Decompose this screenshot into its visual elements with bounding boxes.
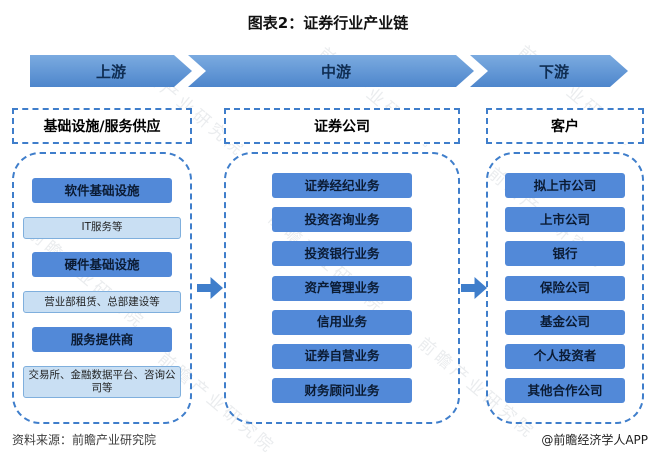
- banner-downstream-label: 下游: [538, 62, 569, 81]
- chain-item: 资产管理业务: [272, 275, 412, 301]
- right-arrow-icon: [461, 277, 487, 299]
- chain-item: IT服务等: [23, 216, 181, 239]
- chain-item: 个人投资者: [505, 343, 625, 369]
- column-header-securities-company: 证券公司: [224, 108, 460, 144]
- banner-upstream: 上游: [30, 55, 192, 87]
- column-header-customers: 客户: [486, 108, 644, 144]
- banner-upstream-label: 上游: [95, 62, 126, 81]
- brand-credit: @前瞻经济学人APP: [541, 433, 648, 447]
- chain-item: 硬件基础设施: [32, 252, 172, 278]
- chain-item: 软件基础设施: [32, 177, 172, 203]
- banner-downstream: 下游: [470, 55, 628, 87]
- chain-item: 投资银行业务: [272, 241, 412, 267]
- column-body-customers: 拟上市公司 上市公司 银行 保险公司 基金公司 个人投资者 其他合作公司: [486, 152, 644, 424]
- chain-item: 其他合作公司: [505, 377, 625, 403]
- chain-item: 银行: [505, 241, 625, 267]
- source-note: 资料来源：前瞻产业研究院: [12, 433, 157, 447]
- column-header-infrastructure: 基础设施/服务供应: [12, 108, 192, 144]
- chain-item: 财务顾问业务: [272, 377, 412, 403]
- banner-midstream-label: 中游: [320, 62, 351, 81]
- chain-item: 上市公司: [505, 207, 625, 233]
- column-body-securities-company: 证券经纪业务 投资咨询业务 投资银行业务 资产管理业务 信用业务 证券自营业务 …: [224, 152, 460, 424]
- chain-item: 交易所、金融数据平台、咨询公司等: [23, 365, 181, 399]
- chain-item: 信用业务: [272, 309, 412, 335]
- figure-title: 图表2：证券行业产业链: [247, 14, 409, 32]
- chain-item: 基金公司: [505, 309, 625, 335]
- chain-item: 证券自营业务: [272, 343, 412, 369]
- chain-item: 保险公司: [505, 275, 625, 301]
- banner-midstream: 中游: [188, 55, 474, 87]
- chain-item: 证券经纪业务: [272, 173, 412, 199]
- column-body-infrastructure: 软件基础设施 IT服务等 硬件基础设施 营业部租赁、总部建设等 服务提供商 交易…: [12, 152, 192, 424]
- chain-item: 营业部租赁、总部建设等: [23, 291, 181, 314]
- right-arrow-icon: [197, 277, 223, 299]
- chain-item: 投资咨询业务: [272, 207, 412, 233]
- chain-item: 拟上市公司: [505, 173, 625, 199]
- chain-item: 服务提供商: [32, 327, 172, 353]
